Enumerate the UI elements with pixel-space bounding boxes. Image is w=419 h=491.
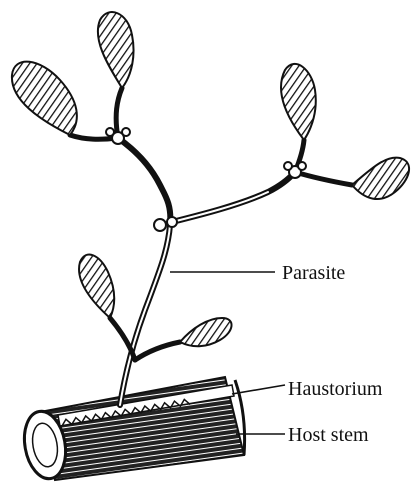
parasite-leaves	[12, 12, 409, 346]
leaf-top	[98, 12, 134, 88]
label-parasite: Parasite	[282, 262, 345, 284]
leaf-right-upper	[281, 64, 316, 140]
leaf-lower-right	[180, 318, 232, 346]
label-host-stem: Host stem	[288, 424, 369, 446]
leaf-top-left	[12, 62, 77, 135]
leaf-right	[352, 158, 409, 199]
label-haustorium: Haustorium	[288, 378, 383, 400]
leaf-lower-left	[79, 255, 114, 318]
haustorium-leader	[232, 385, 285, 394]
